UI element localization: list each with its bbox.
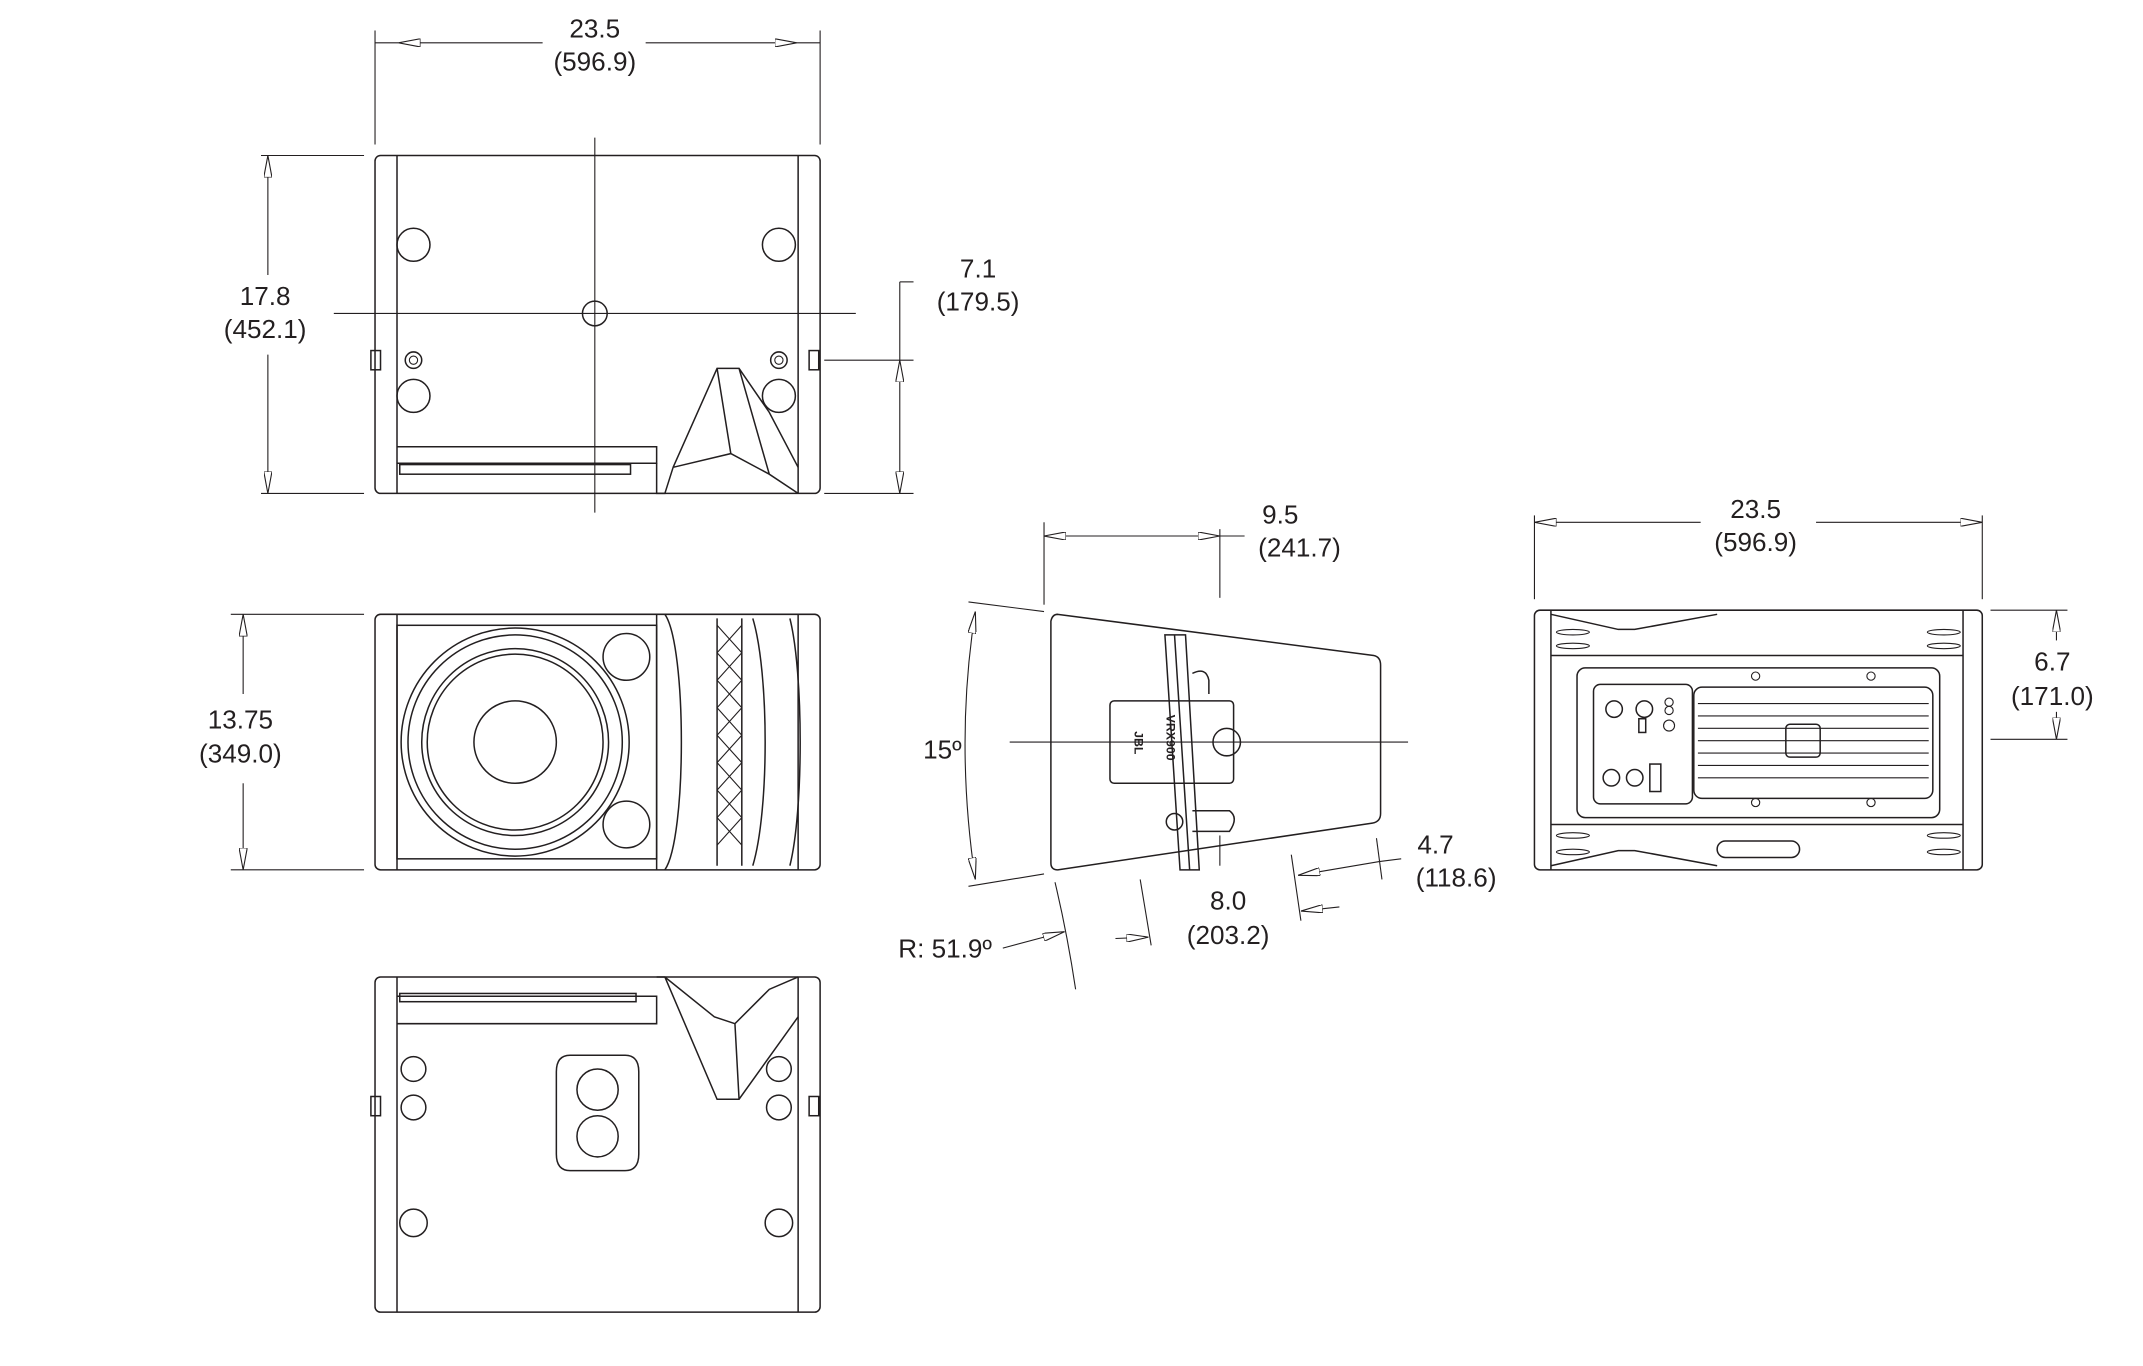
side-radius: R: 51.9º	[898, 934, 992, 964]
rear-view: 23.5 (596.9) 6.7 (171.0)	[1533, 494, 2094, 871]
top-view: 23.5 (596.9) 17.8 (452.1) 7.1 (179.5)	[224, 13, 1020, 513]
rear-height-in: 6.7	[2034, 647, 2070, 677]
bracket-offset-in: 8.0	[1210, 886, 1246, 916]
rigging-hole	[761, 227, 797, 263]
pole-mount	[555, 1054, 640, 1172]
heatsink-grille	[1693, 686, 1934, 800]
top-width-mm: (596.9)	[553, 46, 636, 76]
top-depth-mm: (452.1)	[224, 314, 307, 344]
rigging-offset-in: 7.1	[960, 254, 996, 284]
rear-height-mm: (171.0)	[2011, 681, 2094, 711]
rear-width-in: 23.5	[1730, 494, 1781, 524]
bottom-view	[370, 976, 821, 1313]
side-angle: 15º	[923, 735, 962, 765]
input-panel	[1592, 683, 1694, 805]
rigging-offset-mm: (179.5)	[937, 287, 1020, 317]
bracket-offset-mm: (203.2)	[1187, 920, 1270, 950]
top-depth-in: 17.8	[240, 281, 291, 311]
jbl-logo: JBL	[1132, 731, 1146, 755]
rear-offset-mm: (118.6)	[1416, 862, 1497, 892]
amp-panel	[1576, 667, 1941, 819]
side-view: JBL VRX900 9.5 (241.7) 15º R: 51.9º 8.0 …	[898, 500, 1497, 990]
top-width-in: 23.5	[569, 13, 620, 43]
rigging-hole	[396, 378, 431, 414]
model-label: VRX900	[1163, 715, 1177, 761]
rear-offset-in: 4.7	[1417, 829, 1453, 859]
rear-width-mm: (596.9)	[1714, 527, 1797, 557]
woofer	[400, 627, 630, 857]
side-depth-in: 9.5	[1262, 500, 1298, 530]
side-depth-mm: (241.7)	[1258, 533, 1341, 563]
front-height-mm: (349.0)	[199, 739, 282, 769]
rigging-hole	[761, 378, 797, 414]
front-height-in: 13.75	[208, 704, 273, 734]
rigging-hole	[396, 227, 431, 263]
front-view: 13.75 (349.0)	[199, 613, 821, 871]
